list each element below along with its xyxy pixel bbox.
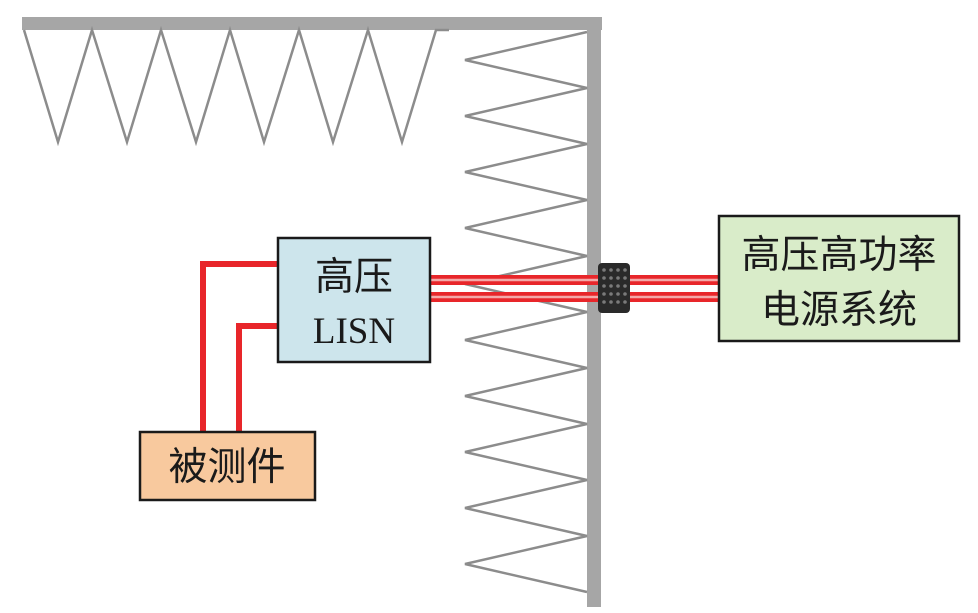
power-system-label-line1: 高压高功率 [741, 233, 936, 278]
chamber-ceiling [22, 17, 602, 30]
power-system-box: 高压高功率 电源系统 [717, 214, 961, 343]
wall-absorber-cones [464, 30, 588, 594]
lisn-label-line2: LISN [313, 311, 395, 352]
lisn-label-line1: 高压 [315, 255, 393, 300]
power-system-label-line2: 电源系统 [761, 288, 917, 333]
wall-feedthrough-connector [598, 263, 630, 313]
chamber-wall [22, 17, 602, 607]
cable-dut-lisn-inner [236, 323, 278, 432]
lisn-box: 高压 LISN [276, 236, 432, 364]
dut-label: 被测件 [168, 445, 285, 490]
ceiling-absorber-cones [22, 25, 449, 147]
dut-box: 被测件 [138, 430, 317, 502]
cable-dut-lisn-outer [200, 261, 278, 432]
power-cables [200, 261, 719, 432]
chamber-right-wall [587, 17, 601, 607]
